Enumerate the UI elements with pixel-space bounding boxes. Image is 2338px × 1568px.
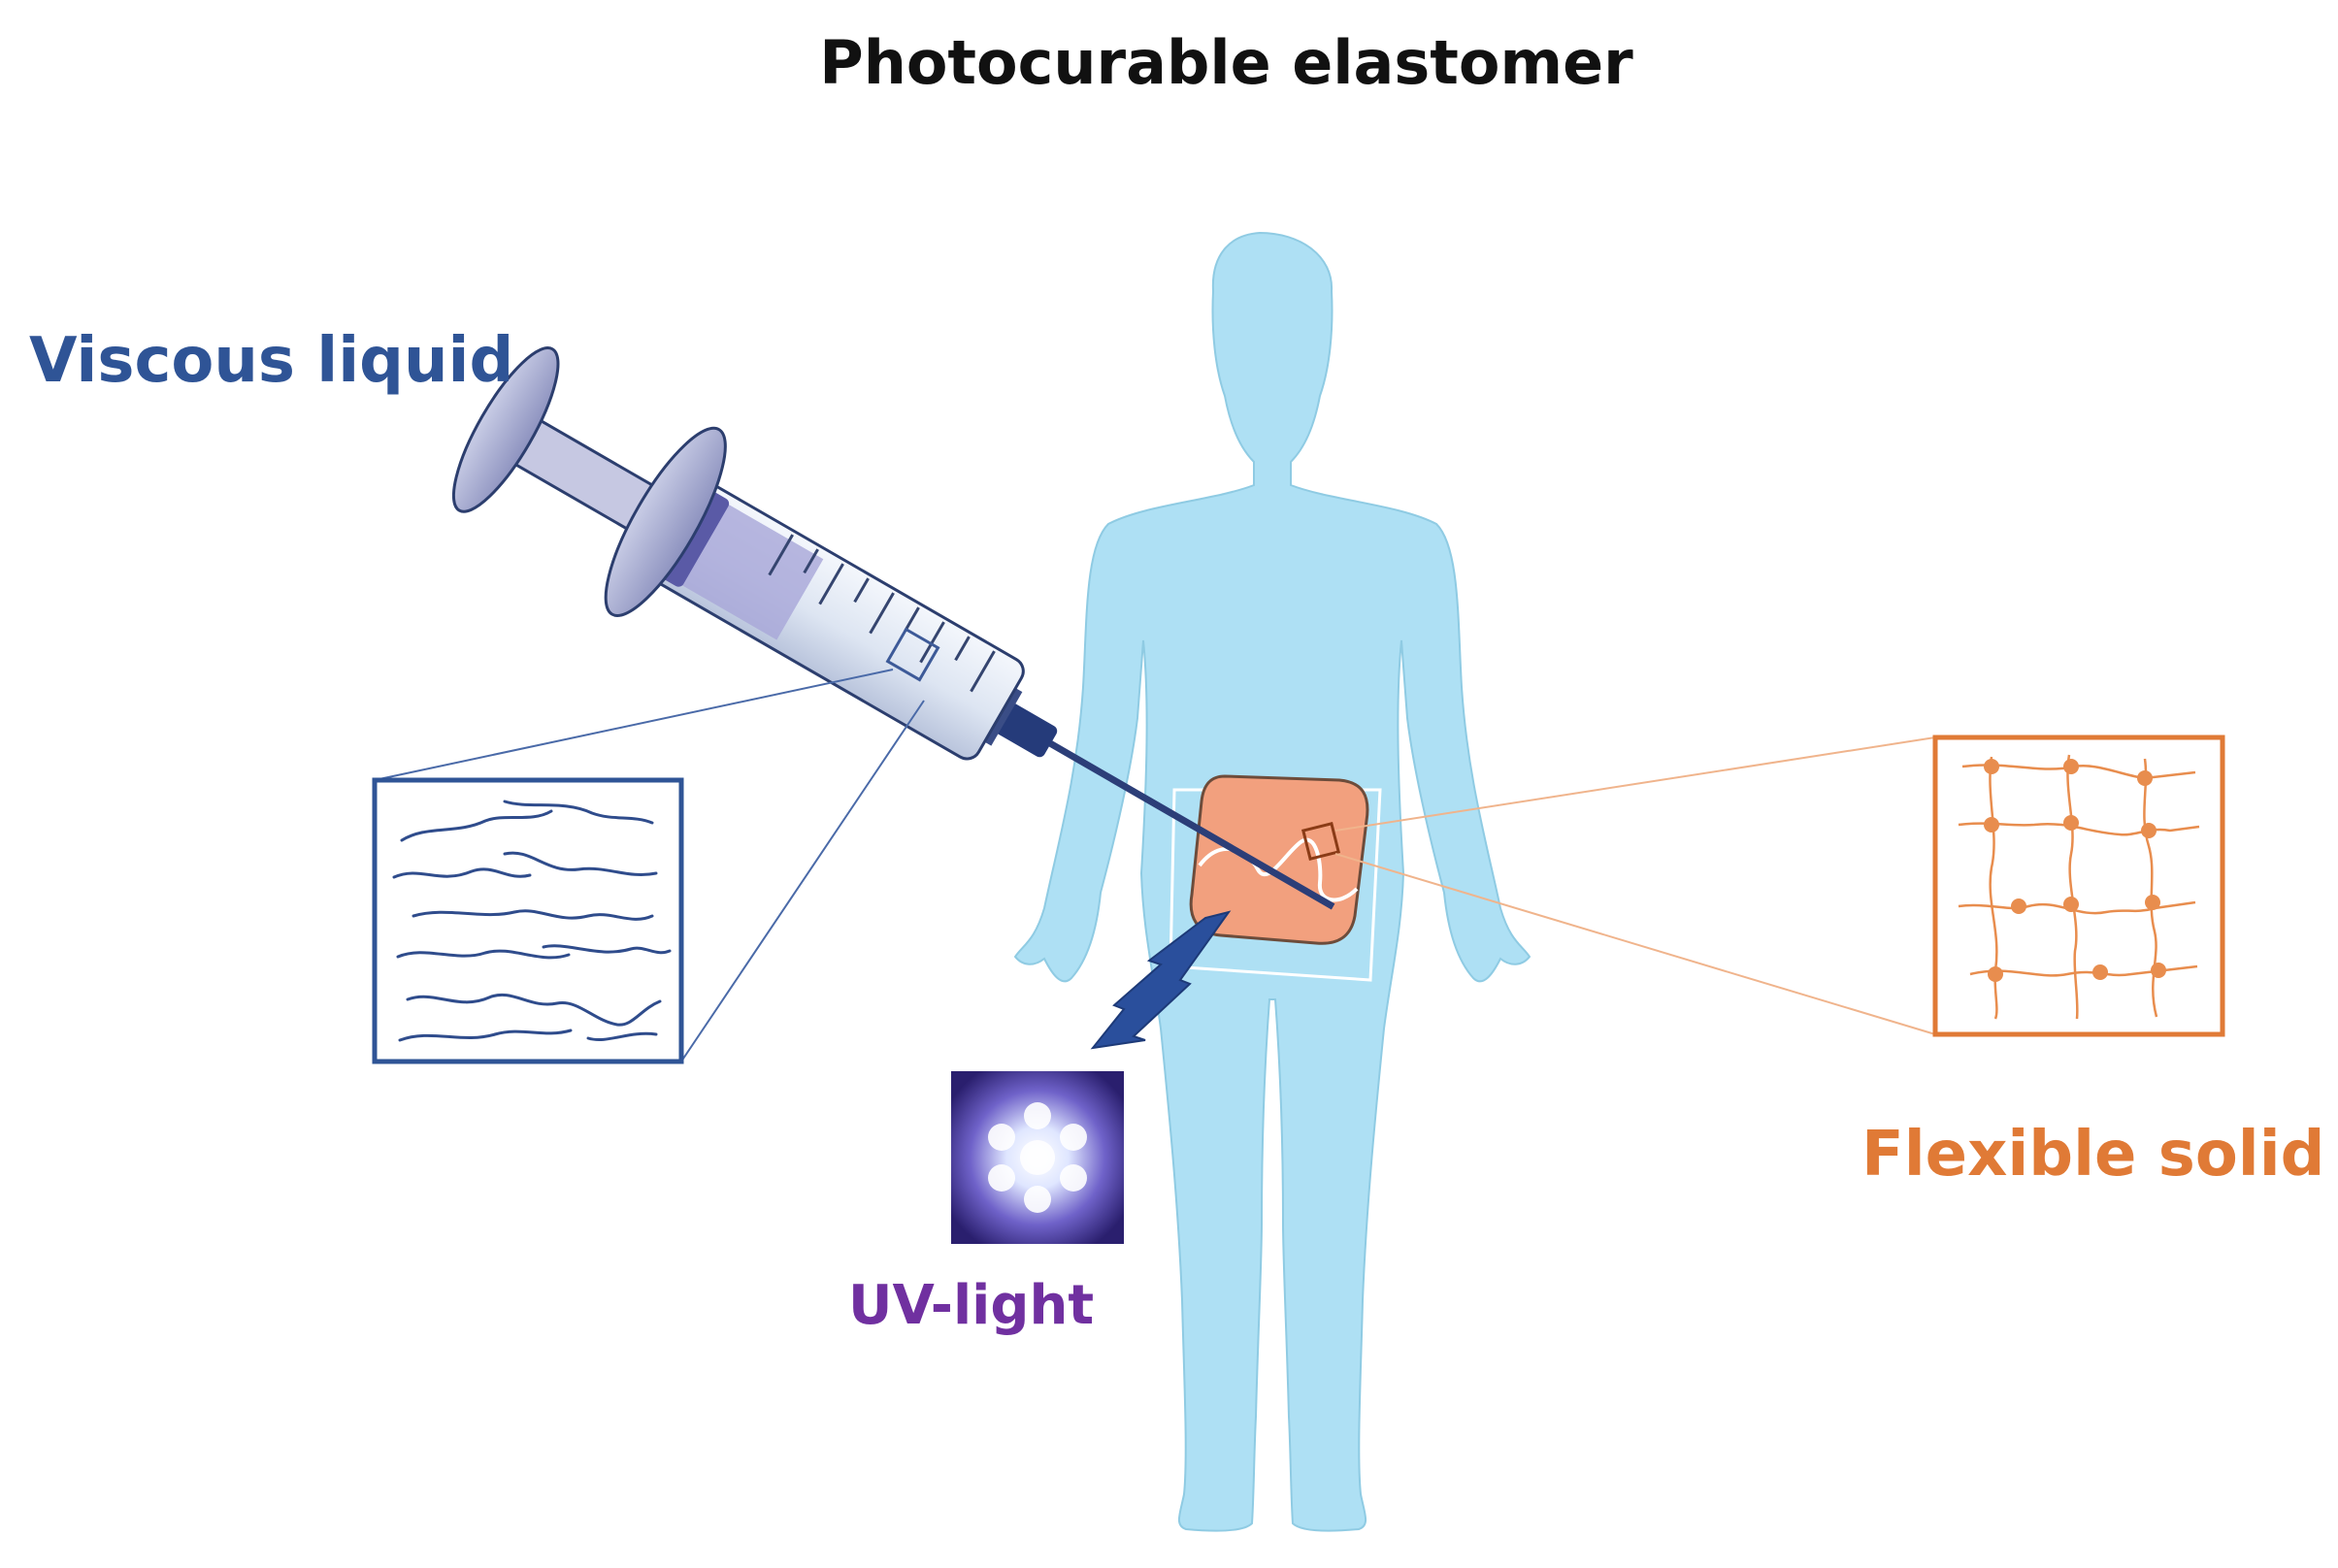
plunger-thumb-rest — [451, 346, 560, 513]
viscous-liquid-label: Viscous liquid — [29, 325, 514, 397]
solid-inset — [1932, 735, 2225, 1037]
liquid-zoom-lines — [374, 669, 925, 1062]
graduation-marks — [768, 534, 996, 693]
uv-light-label: UV-light — [848, 1274, 1095, 1337]
syringe-icon — [451, 346, 1335, 910]
needle-hub — [993, 702, 1058, 758]
polymer-chains — [392, 800, 672, 1042]
crosslink-nodes — [1984, 759, 2166, 982]
needle — [1045, 738, 1335, 910]
figure-title: Photocurable elastomer — [819, 27, 1633, 98]
uv-lamp-icon — [951, 1071, 1124, 1244]
finger-flange — [604, 426, 727, 617]
flexible-solid-label: Flexible solid — [1861, 1119, 2325, 1191]
syringe-zoom-marker — [885, 627, 940, 682]
lightning-bolt-icon — [1090, 910, 1232, 1050]
solid-zoom-lines — [1334, 736, 1936, 1035]
liquid-inset — [372, 777, 684, 1064]
